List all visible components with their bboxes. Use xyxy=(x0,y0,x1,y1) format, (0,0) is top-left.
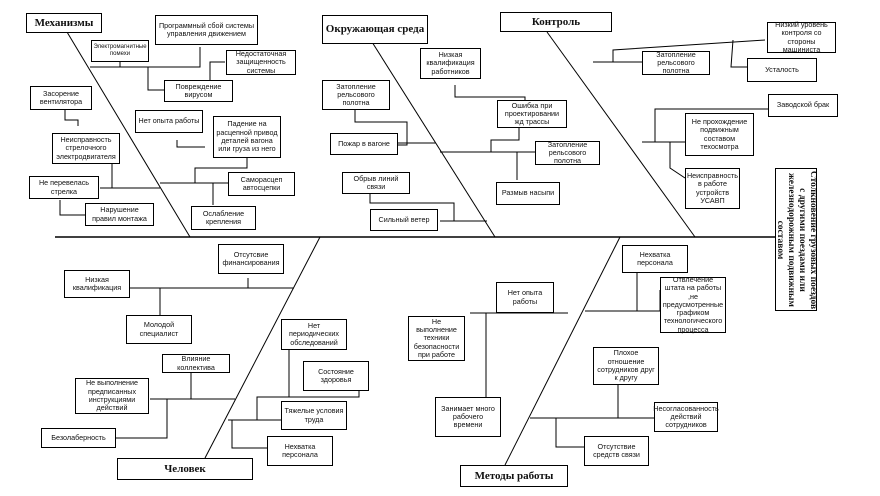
cause-box: Обрыв линий связи xyxy=(342,172,410,194)
cause-box: Отвлечение штата на работы ,не предусмот… xyxy=(660,275,726,333)
cause-box: Ошибка при проектировании жд трассы xyxy=(497,100,567,128)
cause-box: Пожар в вагоне xyxy=(330,133,398,155)
cause-box: Не прохождение подвижным составом техосм… xyxy=(685,113,754,156)
bone-methods xyxy=(504,236,621,466)
cause-box: Влияние коллектива xyxy=(162,354,230,373)
cause-box: Занимает много рабочего времени xyxy=(435,397,501,437)
cause-box: Падение на расцепной привод деталей ваго… xyxy=(213,116,281,158)
cause-box: Нехватка персонала xyxy=(622,245,688,273)
bone-environment xyxy=(371,41,496,238)
category-mechanisms: Механизмы xyxy=(26,13,102,33)
cause-box: Низкая квалификация работников xyxy=(420,48,481,79)
cause-box: Низкий уровень контроля со стороны машин… xyxy=(767,20,836,53)
cause-box: Саморасцеп автосцепки xyxy=(228,172,295,196)
cause-box: Безолаберность xyxy=(41,428,116,448)
bone-control xyxy=(546,31,696,238)
cause-box: Тяжелые условия труда xyxy=(281,401,347,430)
cause-box: Отсутсвие финансирования xyxy=(218,244,284,274)
cause-box: Затопление рельсового полотна xyxy=(322,80,390,110)
cause-box: Повреждение вирусом xyxy=(164,80,233,102)
cause-box: Усталость xyxy=(747,58,817,82)
cause-box: Не выполнение предписанных инструкциями … xyxy=(75,378,149,414)
cause-box: Плохое отношение сотрудников друг к друг… xyxy=(593,347,659,385)
cause-box: Неисправность стрелочного электродвигате… xyxy=(52,133,120,164)
cause-box: Не выполнение техники безопасности при р… xyxy=(408,316,465,361)
category-methods: Методы работы xyxy=(460,465,568,487)
cause-box: Ослабление крепления xyxy=(191,206,256,230)
cause-box: Нарушение правил монтажа xyxy=(85,203,154,226)
cause-box: Отсутствие средств связи xyxy=(584,436,649,466)
category-control: Контроль xyxy=(500,12,612,32)
cause-box: Не перевелась стрелка xyxy=(29,176,99,199)
cause-box: Нехватка персонала xyxy=(267,436,333,466)
cause-box: Нет опыта работы xyxy=(496,282,554,313)
cause-box: Затопление рельсового полотна xyxy=(642,50,710,75)
cause-box: Низкая квалификация xyxy=(64,270,130,298)
effect-box: Столкновение грузовых поездов с другими … xyxy=(775,168,817,311)
cause-box: Нет опыта работы xyxy=(135,110,203,133)
cause-box: Заводской брак xyxy=(768,94,838,117)
cause-box: Засорение вентилятора xyxy=(30,86,92,110)
cause-box: Недостаточная защищенность системы xyxy=(226,49,296,75)
cause-box: Сильный ветер xyxy=(370,209,438,231)
cause-box: Неисправность в работе устройств УСАВП xyxy=(685,168,740,209)
category-human: Человек xyxy=(117,458,253,480)
effect-text: Столкновение грузовых поездов с другими … xyxy=(775,170,817,309)
cause-box: Электромагнитные помехи xyxy=(91,40,149,62)
bone-human xyxy=(204,236,321,459)
cause-box: Молодой специалист xyxy=(126,315,192,344)
bone-mechanisms xyxy=(66,31,191,238)
cause-box: Затопление рельсового полотна xyxy=(535,140,600,165)
cause-box: Нет периодических обследований xyxy=(281,319,347,350)
category-environment: Окружающая среда xyxy=(322,15,428,44)
cause-box: Состояние здоровья xyxy=(303,361,369,391)
cause-box: Несогласованность действий сотрудников xyxy=(653,402,719,432)
cause-box: Размыв насыпи xyxy=(496,182,560,205)
cause-box: Программный сбой системы управления движ… xyxy=(155,15,258,45)
